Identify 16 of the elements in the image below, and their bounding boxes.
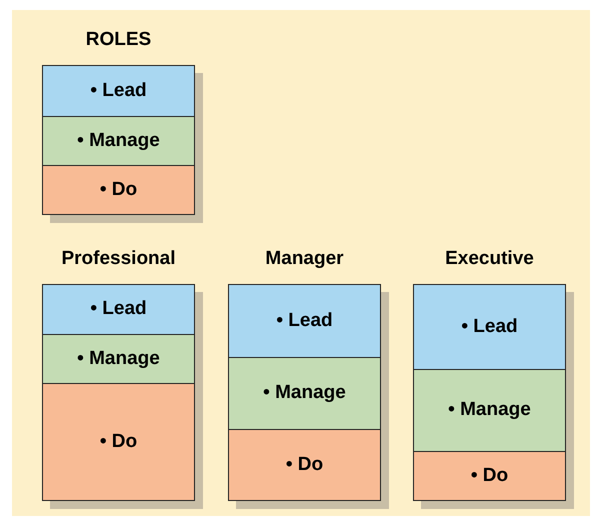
role-segment: • Manage [43,334,194,383]
role-segment: • Do [43,383,194,500]
role-segment: • Lead [414,285,565,369]
column-heading: Professional [61,247,176,271]
role-segment: • Lead [229,285,380,357]
role-segment: • Lead [43,66,194,116]
role-segment: • Manage [414,369,565,451]
role-segment: • Do [43,165,194,214]
role-segment: • Do [229,429,380,500]
column-heading: Manager [265,247,344,271]
role-segment: • Lead [43,285,194,334]
role-segment: • Manage [229,357,380,429]
role-segment: • Manage [43,116,194,165]
role-segment: • Do [414,451,565,500]
column-heading: Executive [445,247,534,271]
column-heading: ROLES [86,28,152,52]
